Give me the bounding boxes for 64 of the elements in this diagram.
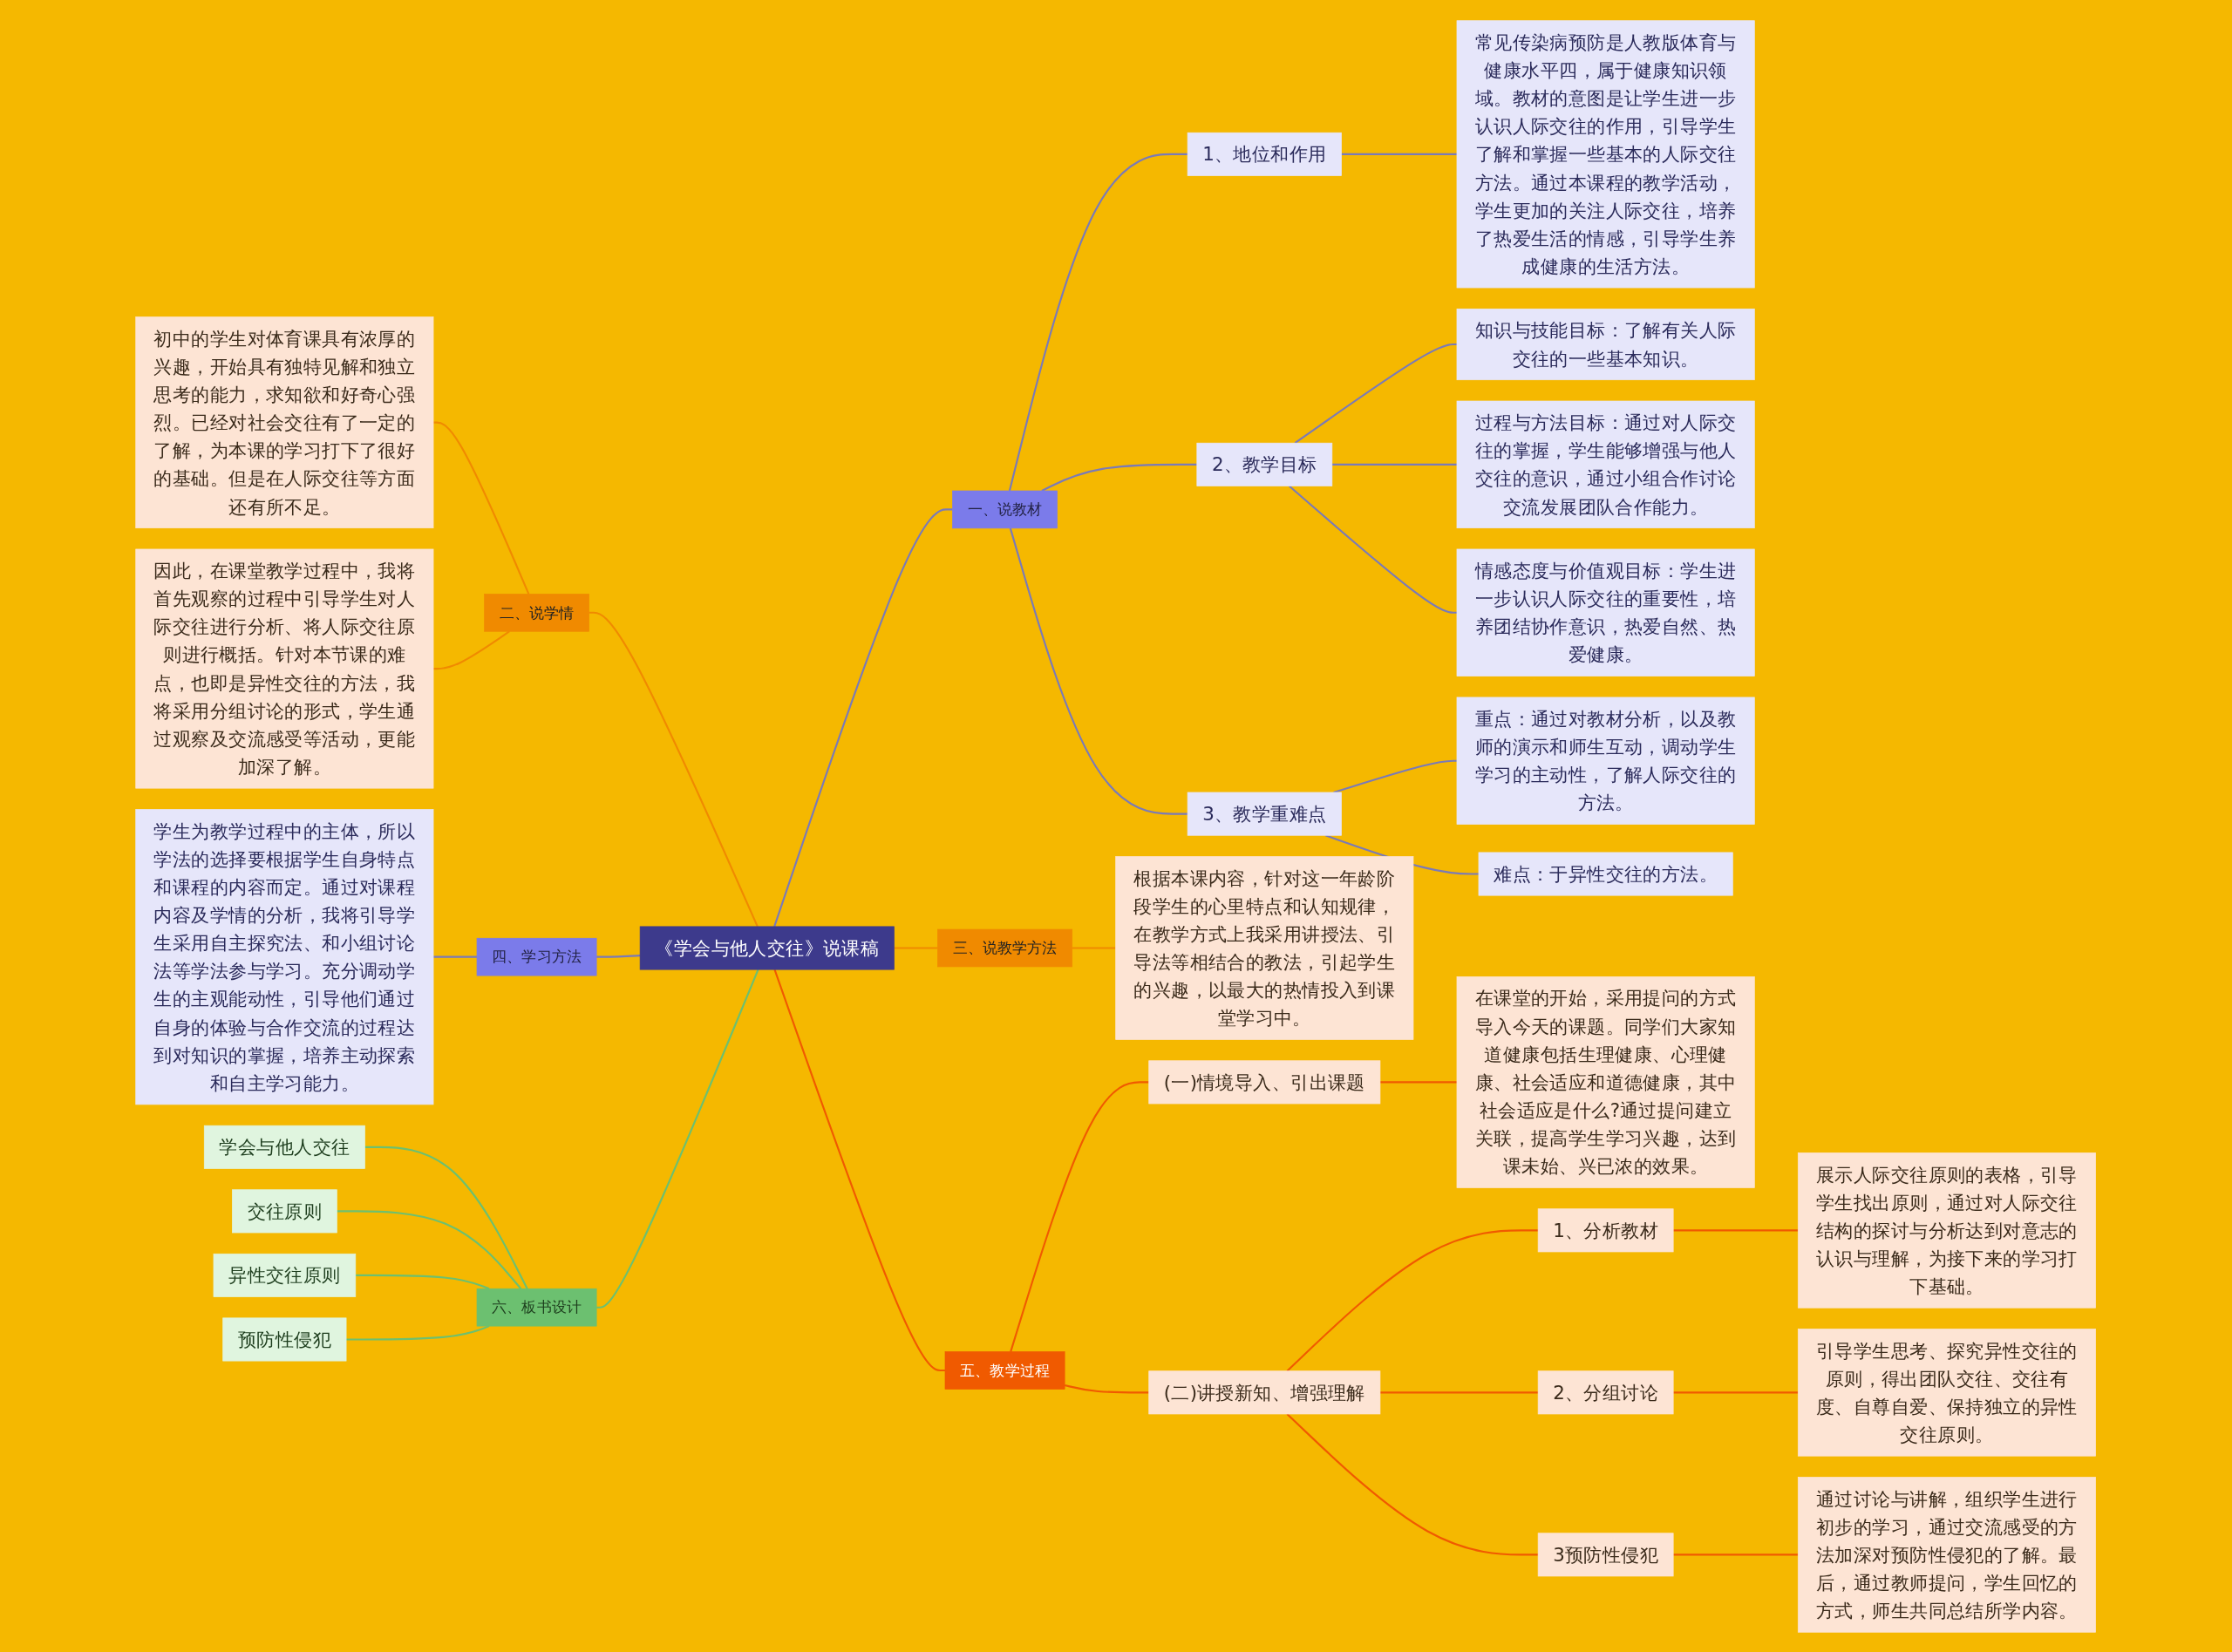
node-box <box>1798 1328 2097 1457</box>
node-box <box>232 1188 338 1233</box>
connector <box>1673 1228 1799 1231</box>
node-box <box>945 1350 1065 1390</box>
node-box <box>1456 976 1755 1188</box>
connector <box>1295 343 1458 444</box>
node-box <box>1456 19 1755 288</box>
connector <box>596 954 641 958</box>
connector <box>1380 1390 1539 1393</box>
connector <box>1380 1080 1458 1083</box>
node-box <box>1187 132 1343 176</box>
connector <box>1041 463 1198 492</box>
connector <box>1673 1553 1799 1555</box>
node-box <box>1456 697 1755 825</box>
node-box <box>484 593 590 632</box>
connector <box>894 946 938 949</box>
node-box <box>1148 1059 1381 1104</box>
node-box <box>1456 400 1755 528</box>
node-box <box>1538 1370 1674 1414</box>
connector <box>1289 485 1458 614</box>
node-box <box>1115 855 1414 1040</box>
node-box <box>1798 1476 2097 1633</box>
connector <box>1010 1080 1150 1352</box>
node-box <box>640 926 895 969</box>
connector <box>773 507 953 927</box>
node-box <box>1148 1370 1381 1414</box>
node-box <box>952 490 1058 528</box>
connector <box>433 629 511 670</box>
connector <box>1065 1383 1150 1393</box>
connector <box>1333 759 1458 793</box>
connector <box>346 1324 490 1341</box>
connector <box>1673 1390 1799 1393</box>
connector <box>1009 153 1188 491</box>
connector <box>1286 1228 1539 1371</box>
node-box <box>204 1125 366 1169</box>
connector <box>1286 1412 1539 1555</box>
connector <box>433 421 530 595</box>
node-box <box>213 1253 357 1297</box>
connector <box>773 969 946 1371</box>
connector <box>337 1209 522 1289</box>
connector <box>1341 153 1458 155</box>
node-box <box>1456 548 1755 676</box>
node-box <box>1196 442 1333 486</box>
node-box <box>937 928 1073 967</box>
connector <box>1010 527 1188 815</box>
connector <box>433 955 478 958</box>
node-box <box>135 808 434 1105</box>
node-box <box>1478 852 1733 896</box>
node-box <box>1798 1152 2097 1309</box>
connector <box>1332 463 1458 466</box>
node-box <box>1456 308 1755 380</box>
node-box <box>477 937 597 976</box>
node-box <box>1187 792 1343 836</box>
connector <box>364 1146 528 1289</box>
node-box <box>1538 1532 1674 1576</box>
node-box <box>1538 1207 1674 1252</box>
connector <box>589 611 759 927</box>
connector <box>1072 946 1116 949</box>
mind-map-drawing: 《学会与他人交往》说课稿 一、说教材 1、地位和作用 常见传染病预防是人教版体育与健康水平四，属于健康知识领域。教材的意图是让学生进一步认识人际交往的作用，引导学生了解和掌握一些基本的人际交往方法。通过本课程的教学活动，学生更加的关注人际交往，培养了热爱生活的情感，引导学生养成健康的生活方法。 2、教学目标 知识与技能目标：了解有关人际交往的一些基本知识。 过程与方法目标：通过对人际交往的掌握，学生能够增强与他人交往的意识，通过小组合作讨论交流发展团队合作能力。 情感态度与价值观目标：学生进一步认识人际交往的重要性，培养团结协作意识，热爱自然、热爱健康。 3、教学重难点 重点：通过对教材分析，以及教师的演示和师生互动，调动学生学习的主动性，了解人际交往的方法。 难点：于异性交往的方法。 二、说学情 初中的学生对体育课具有浓厚的兴趣，开始具有独特见解和独立思考的能力，求知欲和好奇心强烈。已经对社会交往有了一定的了解，为本课的学习打下了很好的基础。但是在人际交往等方面还有所不足。 因此，在课堂教学过程中，我将首先观察的过程中引导学生对人际交往进行分析、将人际交往原则进行概括。针对本节课的难点，也即是异性交往的方法，我将采用分组讨论的形式，学生通过观察及交流感受等活动，更能加深了解。 三、说教学方法 根据本课内容，针对这一年龄阶段学生的心里特点和认知规律，在教学方式上我采用讲授法、引导法等相结合的教法，引起学生的兴趣，以最大的热情投入到课堂学习中。 四、学习方法 学生为教学过程中的主体，所以学法的选择要根据学生自身特点和课程的内容而定。通过对课程内容及学情的分析，我将引导学生采用自主探究法、和小组讨论法等学法参与学习。充分调动学生的主观能动性，引导他们通过自身的体验与合作交流的过程达到对知识的掌握，培养主动探索和自主学习能力。 五、教学过程 (一)情境导入、引出课题 在课堂的开始，采用提问的方式导入今天的课题。同学们大家知道健康包括生理健康、心理健康、社会适应和道德健康，其中社会适应是什么?通过提问建立关联，提高学生学习兴趣，达到课未始、兴已浓的效果。 (二)讲授新知、增强理解 1、分析教材 展示人际交往原则的表格，引导学生找出原则，通过对人际交往结构的探讨与分析达到对意志的认识与理解，为接下来的学习打下基础。 2、分组讨论 引导学生思考、探究异性交往的原则，得出团队交往、交往有度、自尊自爱、保持独立的异性交往原则。 3预防性侵犯 通过讨论与讲解，组织学生进行初步的学习，通过交流感受的方法加深对预防性侵犯的了解。最后，通过教师提问，学生回忆的方式，师生共同总结所学内容。 六、板书设计 学会与他人交往 交往原则 异性交往原则 预防性侵犯 <box>131 15 2101 1637</box>
node-box <box>135 548 434 789</box>
connector <box>596 969 759 1309</box>
node-box <box>135 316 434 528</box>
node-box <box>477 1288 597 1326</box>
node-box <box>222 1317 347 1361</box>
